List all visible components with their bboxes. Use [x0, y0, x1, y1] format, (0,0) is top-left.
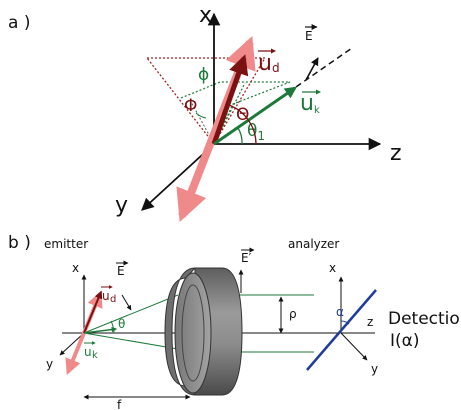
z-axis-label: z [390, 141, 402, 166]
analyzer-polarizer [306, 289, 377, 371]
svg-text:E: E [305, 29, 313, 43]
u-d-vector [211, 54, 249, 145]
analyzer-y-axis [340, 332, 368, 361]
e-label: E [116, 260, 129, 278]
analyzer-y-label: y [371, 362, 378, 376]
emitter-label: emitter [44, 237, 88, 251]
panel-b-label: b ) [8, 233, 31, 253]
svg-text:u: u [300, 91, 314, 116]
emitter-u-k-label: u k [84, 341, 98, 361]
u-d-label: u d [258, 48, 280, 76]
e-vector-label: E [305, 24, 318, 43]
theta1-arc [237, 127, 243, 145]
analyzer-x-label: x [329, 261, 336, 275]
svg-text:k: k [92, 350, 98, 361]
svg-text:d: d [110, 294, 116, 305]
svg-text:u: u [102, 289, 110, 303]
svg-text:E: E [117, 264, 125, 278]
y-axis-label: y [115, 193, 128, 218]
svg-text:E′: E′ [241, 251, 252, 265]
emitter-x-label: x [72, 261, 79, 275]
svg-text:u: u [258, 51, 272, 76]
big-theta-label: Θ [236, 105, 249, 125]
emitter-u-d-vector [83, 290, 103, 334]
phi-label: ϕ [198, 65, 209, 85]
alpha-label: α [336, 305, 344, 319]
e-prime-label: E′ [241, 247, 255, 265]
u-k-label: u k [300, 89, 322, 116]
panel-b: b ) emitter analyzer E E′ x [8, 233, 461, 410]
panel-a-label: a ) [8, 13, 30, 33]
focal-length-label: f [117, 398, 122, 410]
emitter-y-label: y [46, 357, 53, 371]
svg-text:u: u [84, 345, 92, 359]
x-axis-label: x [199, 3, 212, 28]
analyzer-label: analyzer [288, 237, 339, 251]
intensity-label: I(α) [390, 331, 419, 351]
svg-text:d: d [272, 61, 280, 75]
e-arrow [121, 294, 132, 311]
phi-script-label: Φ [184, 96, 197, 116]
detection-label: Detection [388, 309, 461, 329]
theta-label: θ [118, 317, 125, 331]
theta1-label: θ1 [247, 121, 265, 143]
emitter-u-k-vector [83, 326, 118, 334]
big-theta-arc [228, 104, 257, 145]
u-k-vector [213, 86, 297, 146]
panel-a: a ) E x z y u d [8, 3, 402, 222]
analyzer-z-label: z [367, 315, 373, 329]
emitter-u-d-label: u d [101, 285, 116, 305]
svg-text:k: k [314, 105, 320, 116]
ray-lower [83, 332, 179, 350]
lens [164, 267, 243, 396]
theta-arc [110, 320, 115, 334]
rho-label: ρ [289, 307, 297, 321]
phi-arc [195, 112, 207, 119]
alpha-arc [340, 320, 350, 325]
e-vector-arrow [305, 57, 319, 81]
